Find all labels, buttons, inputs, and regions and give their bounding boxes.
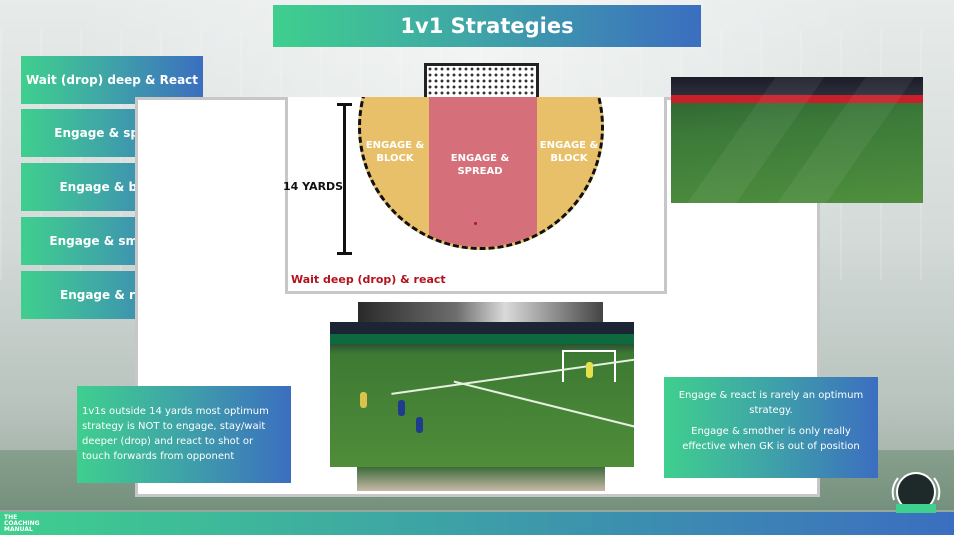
zone-circle (358, 97, 604, 250)
match-video-thumbnail-top[interactable] (671, 77, 923, 203)
wait-deep-label: Wait deep (drop) & react (291, 273, 446, 286)
yards-measure-line (337, 103, 352, 255)
zone-label-block-left: ENGAGE &BLOCK (365, 140, 425, 164)
video-strip-bottom (357, 467, 605, 491)
video-player (398, 400, 405, 416)
note-engage-react-text: Engage & react is rarely an optimum stra… (678, 390, 864, 416)
video-player (416, 417, 423, 433)
note-engage-react: Engage & react is rarely an optimum stra… (664, 377, 878, 478)
slide-title: 1v1 Strategies (273, 5, 701, 47)
video-goalkeeper (586, 362, 593, 378)
match-video-main[interactable] (330, 322, 634, 467)
coaching-manual-logo: THE COACHING MANUAL (4, 515, 40, 533)
certificate-badge-icon (891, 472, 941, 513)
zone-label-spread: ENGAGE &SPREAD (450, 153, 510, 177)
video-adboard (671, 95, 923, 103)
video-strip-top (358, 302, 603, 322)
zone-label-block-right: ENGAGE &BLOCK (539, 140, 599, 164)
logo-line: COACHING (4, 520, 40, 527)
strategy-wait-deep-react[interactable]: Wait (drop) deep & React (21, 56, 203, 104)
video-pitch-line (453, 380, 634, 446)
video-adboard (330, 334, 634, 344)
zone-spread-area (429, 97, 537, 247)
footer-bar (0, 512, 954, 535)
video-goal (562, 350, 616, 382)
note-engage-smother-text: Engage & smother is only really effectiv… (682, 426, 860, 452)
logo-line: THE (4, 514, 18, 521)
logo-line: MANUAL (4, 526, 33, 533)
penalty-spot (474, 222, 477, 225)
video-player (360, 392, 367, 408)
note-outside-14-yards: 1v1s outside 14 yards most optimum strat… (77, 386, 291, 483)
yards-label: 14 YARDS (283, 180, 344, 193)
zone-semicircle (358, 97, 604, 250)
goal-net (424, 63, 539, 97)
